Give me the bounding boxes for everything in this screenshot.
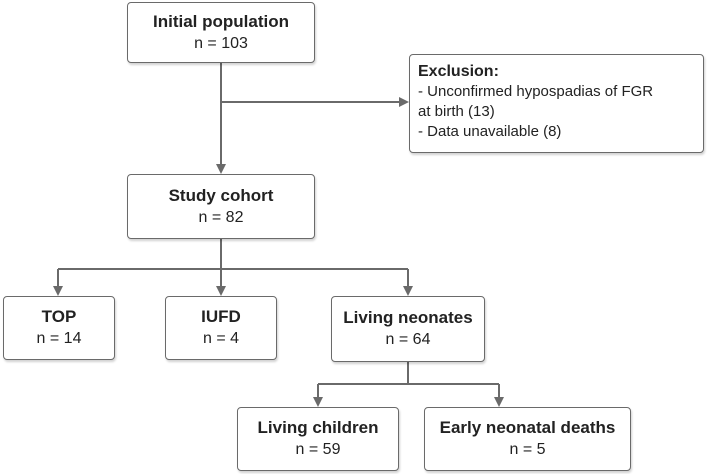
initial-population-title: Initial population [153, 11, 289, 31]
iufd-title: IUFD [201, 307, 241, 326]
living-neonates-count: n = 64 [385, 331, 431, 348]
initial-population-count: n = 103 [194, 34, 248, 52]
iufd-box: IUFD n = 4 [165, 296, 277, 360]
exclusion-title: Exclusion: [418, 63, 499, 80]
living-children-count: n = 59 [295, 441, 341, 458]
early-neonatal-deaths-box: Early neonatal deaths n = 5 [424, 407, 631, 471]
top-count: n = 14 [36, 330, 82, 347]
living-children-box: Living children n = 59 [237, 407, 399, 471]
living-neonates-title: Living neonates [343, 308, 473, 327]
exclusion-item: - Unconfirmed hypospadias of FGR [418, 83, 654, 100]
initial-population-box: Initial population n = 103 [127, 2, 315, 63]
exclusion-item: at birth (13) [418, 103, 495, 120]
top-title: TOP [41, 307, 77, 326]
iufd-count: n = 4 [202, 330, 240, 347]
study-cohort-count: n = 82 [198, 208, 244, 226]
early-neonatal-deaths-title: Early neonatal deaths [439, 418, 616, 437]
exclusion-item: - Data unavailable (8) [418, 123, 562, 140]
living-neonates-box: Living neonates n = 64 [331, 296, 485, 362]
top-box: TOP n = 14 [3, 296, 115, 360]
study-cohort-box: Study cohort n = 82 [127, 174, 315, 239]
living-children-title: Living children [257, 418, 379, 437]
exclusion-box: Exclusion: - Unconfirmed hypospadias of … [409, 54, 704, 153]
early-neonatal-deaths-count: n = 5 [509, 441, 546, 458]
study-cohort-title: Study cohort [168, 185, 274, 205]
